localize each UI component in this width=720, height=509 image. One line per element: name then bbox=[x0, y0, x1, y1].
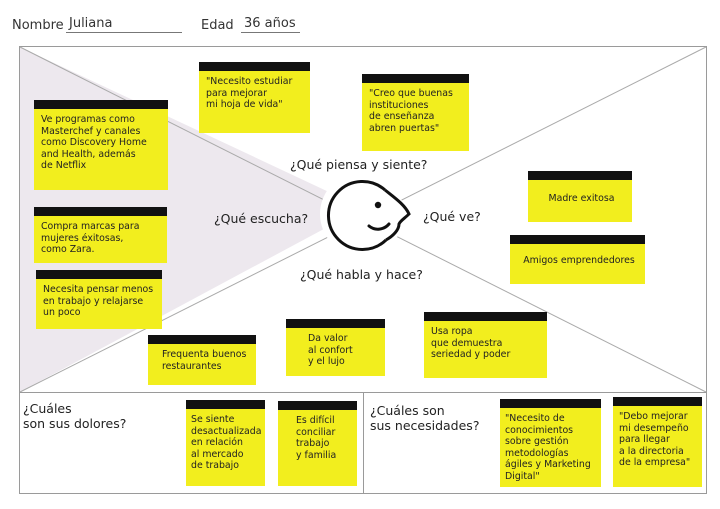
question-necesidades: ¿Cuáles son sus necesidades? bbox=[370, 403, 480, 433]
question-dolores: ¿Cuáles son sus dolores? bbox=[23, 401, 127, 431]
note-programas: Ve programas como Masterchef y canales c… bbox=[34, 100, 168, 190]
name-value: Juliana bbox=[66, 16, 182, 33]
note-marcas: Compra marcas para mujeres éxitosas, com… bbox=[34, 207, 167, 263]
note-desempeno: "Debo mejorar mi desempeño para llegar a… bbox=[613, 397, 702, 487]
age-label: Edad bbox=[201, 18, 234, 33]
age-value: 36 años bbox=[241, 16, 300, 33]
question-piensa: ¿Qué piensa y siente? bbox=[290, 157, 428, 172]
question-habla: ¿Qué habla y hace? bbox=[300, 267, 423, 282]
question-ve: ¿Qué ve? bbox=[423, 209, 481, 224]
question-escucha: ¿Qué escucha? bbox=[214, 211, 309, 226]
note-conocimientos: "Necesito de conocimientos sobre gestión… bbox=[500, 399, 601, 487]
face-icon bbox=[327, 179, 411, 251]
note-confort: Da valor al confort y el lujo bbox=[286, 319, 385, 376]
note-desactualizada: Se siente desactualizada en relación al … bbox=[186, 400, 265, 486]
note-amigos: Amigos emprendedores bbox=[510, 235, 645, 284]
note-ropa: Usa ropa que demuestra seriedad y poder bbox=[424, 312, 547, 378]
note-conciliar: Es difícil conciliar trabajo y familia bbox=[278, 401, 357, 486]
name-label: Nombre bbox=[12, 18, 64, 33]
note-instituciones: "Creo que buenas instituciones de enseña… bbox=[362, 74, 469, 151]
note-estudiar: "Necesito estudiar para mejorar mi hoja … bbox=[199, 62, 310, 133]
note-restaurantes: Frequenta buenos restaurantes bbox=[148, 335, 256, 385]
note-madre: Madre exitosa bbox=[528, 171, 632, 222]
necesidades-panel bbox=[363, 392, 707, 494]
note-pensar: Necesita pensar menos en trabajo y relaj… bbox=[36, 270, 162, 329]
